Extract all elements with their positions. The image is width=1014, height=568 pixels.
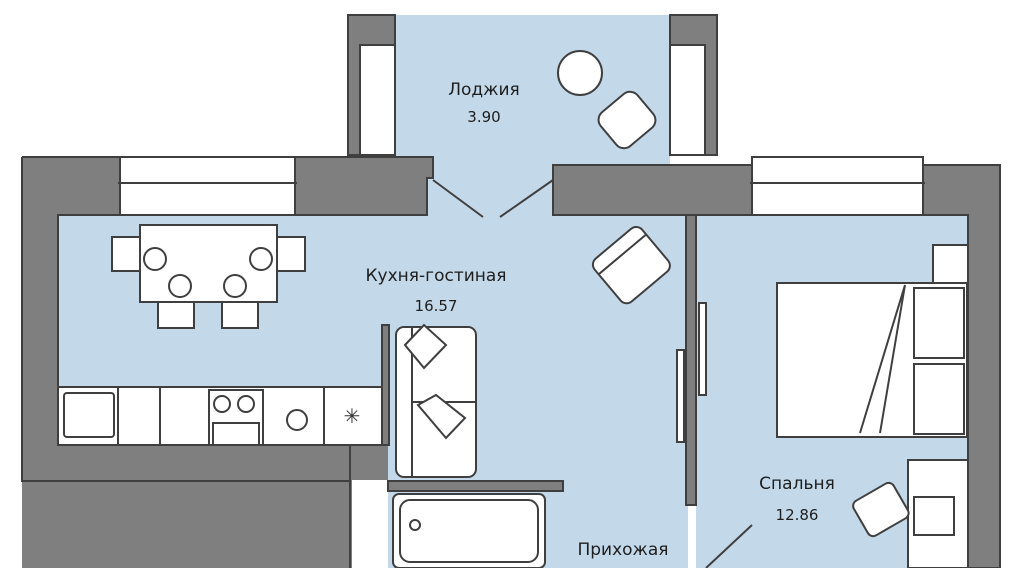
room-name-bedroom: Спальня bbox=[759, 474, 835, 494]
room-area-loggia: 3.90 bbox=[467, 108, 501, 126]
armchair bbox=[591, 226, 671, 305]
fridge-icon: ✳ bbox=[344, 404, 361, 428]
laptop-icon bbox=[913, 496, 955, 536]
room-area-kitchen-living: 16.57 bbox=[414, 297, 458, 315]
room-name-loggia: Лоджия bbox=[448, 80, 520, 100]
loggia-table bbox=[557, 50, 603, 96]
room-area-bedroom: 12.86 bbox=[775, 506, 819, 524]
partition-wall bbox=[685, 214, 697, 506]
chair bbox=[274, 236, 306, 272]
window-left bbox=[119, 156, 296, 216]
desk-chair bbox=[852, 481, 910, 538]
chair bbox=[111, 236, 143, 272]
loggia-chair bbox=[597, 90, 657, 150]
window-right bbox=[751, 156, 924, 216]
room-name-kitchen-living: Кухня-гостиная bbox=[365, 266, 507, 286]
sink-icon bbox=[63, 392, 115, 438]
outer-wall-right bbox=[552, 164, 1001, 568]
outer-wall-left bbox=[22, 157, 433, 568]
bathroom-wall bbox=[387, 480, 564, 492]
chair bbox=[221, 299, 259, 329]
washer-icon bbox=[286, 409, 308, 431]
room-name-hallway: Прихожая bbox=[577, 540, 669, 560]
chair bbox=[157, 299, 195, 329]
kitchen-partition bbox=[381, 324, 390, 446]
